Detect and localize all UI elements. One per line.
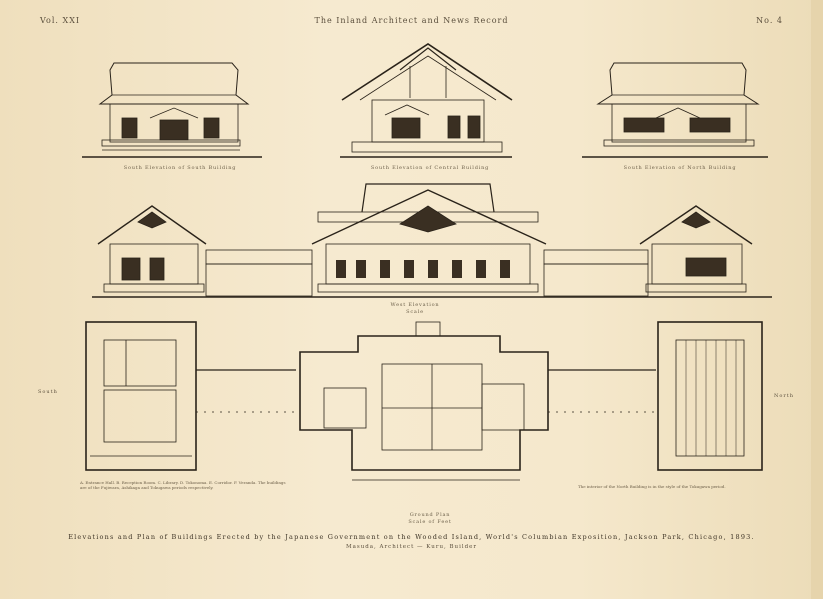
plan-scale: Scale of Feet [408, 519, 452, 525]
north-building-elevation [582, 62, 768, 158]
south-building-elevation [82, 62, 262, 158]
north-building-caption: South Elevation of North Building [623, 165, 737, 171]
west-elevation-scale: Scale [406, 309, 424, 315]
issue-number: No. 4 [756, 16, 783, 25]
ground-plan [85, 321, 763, 481]
west-elevation-caption: West Elevation [390, 302, 440, 308]
plan-right-label: North [774, 393, 795, 399]
plate-subtitle: Masuda, Architect — Kuru, Builder [345, 544, 477, 550]
plate-title: Elevations and Plan of Buildings Erected… [68, 533, 755, 541]
page-edge [811, 0, 823, 599]
plan-notes-left: A. Entrance Hall. B. Reception Room. C. … [80, 480, 286, 490]
plan-notes-right: The interior of the North Building is in… [578, 484, 726, 489]
plan-caption: Ground Plan [409, 512, 451, 518]
central-building-caption: South Elevation of Central Building [370, 165, 490, 171]
journal-title: The Inland Architect and News Record [314, 16, 509, 25]
volume-label: Vol. XXI [40, 16, 81, 25]
west-elevation [92, 183, 772, 298]
central-building-elevation [340, 43, 513, 158]
plan-left-label: South [38, 389, 58, 395]
south-building-caption: South Elevation of South Building [123, 165, 237, 171]
